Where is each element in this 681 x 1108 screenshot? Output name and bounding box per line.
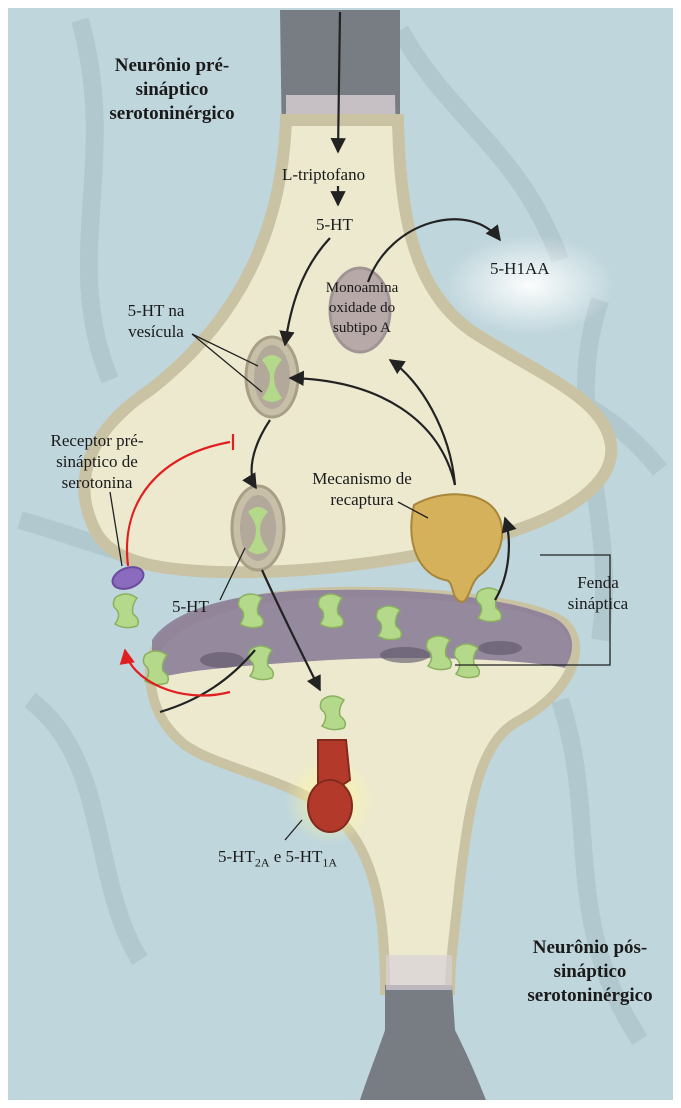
label-serotonin-top: 5-HT	[316, 214, 353, 235]
label-presynaptic-neuron: Neurônio pré-sináptico serotoninérgico	[92, 54, 252, 126]
label-h1aa: 5-H1AA	[490, 258, 550, 279]
label-presynaptic-receptor: Receptor pré-sináptico de serotonina	[36, 430, 158, 493]
label-serotonin-bottom: 5-HT	[172, 596, 209, 617]
postsynaptic-receptor-1a	[308, 780, 352, 832]
metabolite-cloud	[445, 235, 615, 335]
label-vesicle-serotonin: 5-HT na vesícula	[108, 300, 204, 342]
label-postsynaptic-neuron: Neurônio pós-sináptico serotoninérgico	[505, 936, 675, 1008]
label-mao: Monoamina oxidade do subtipo A	[314, 278, 410, 338]
receptor-name-2: e 5-HT	[270, 847, 323, 866]
label-postsynaptic-receptors: 5-HT2A e 5-HT1A	[218, 846, 337, 873]
receptor-name-1: 5-HT	[218, 847, 255, 866]
label-reuptake: Mecanismo de recaptura	[300, 468, 424, 510]
receptor-subtype-2a: 2A	[255, 855, 270, 869]
label-tryptophan: L-triptofano	[282, 164, 365, 185]
receptor-subtype-1a: 1A	[322, 855, 337, 869]
label-synaptic-cleft: Fenda sináptica	[558, 572, 638, 614]
